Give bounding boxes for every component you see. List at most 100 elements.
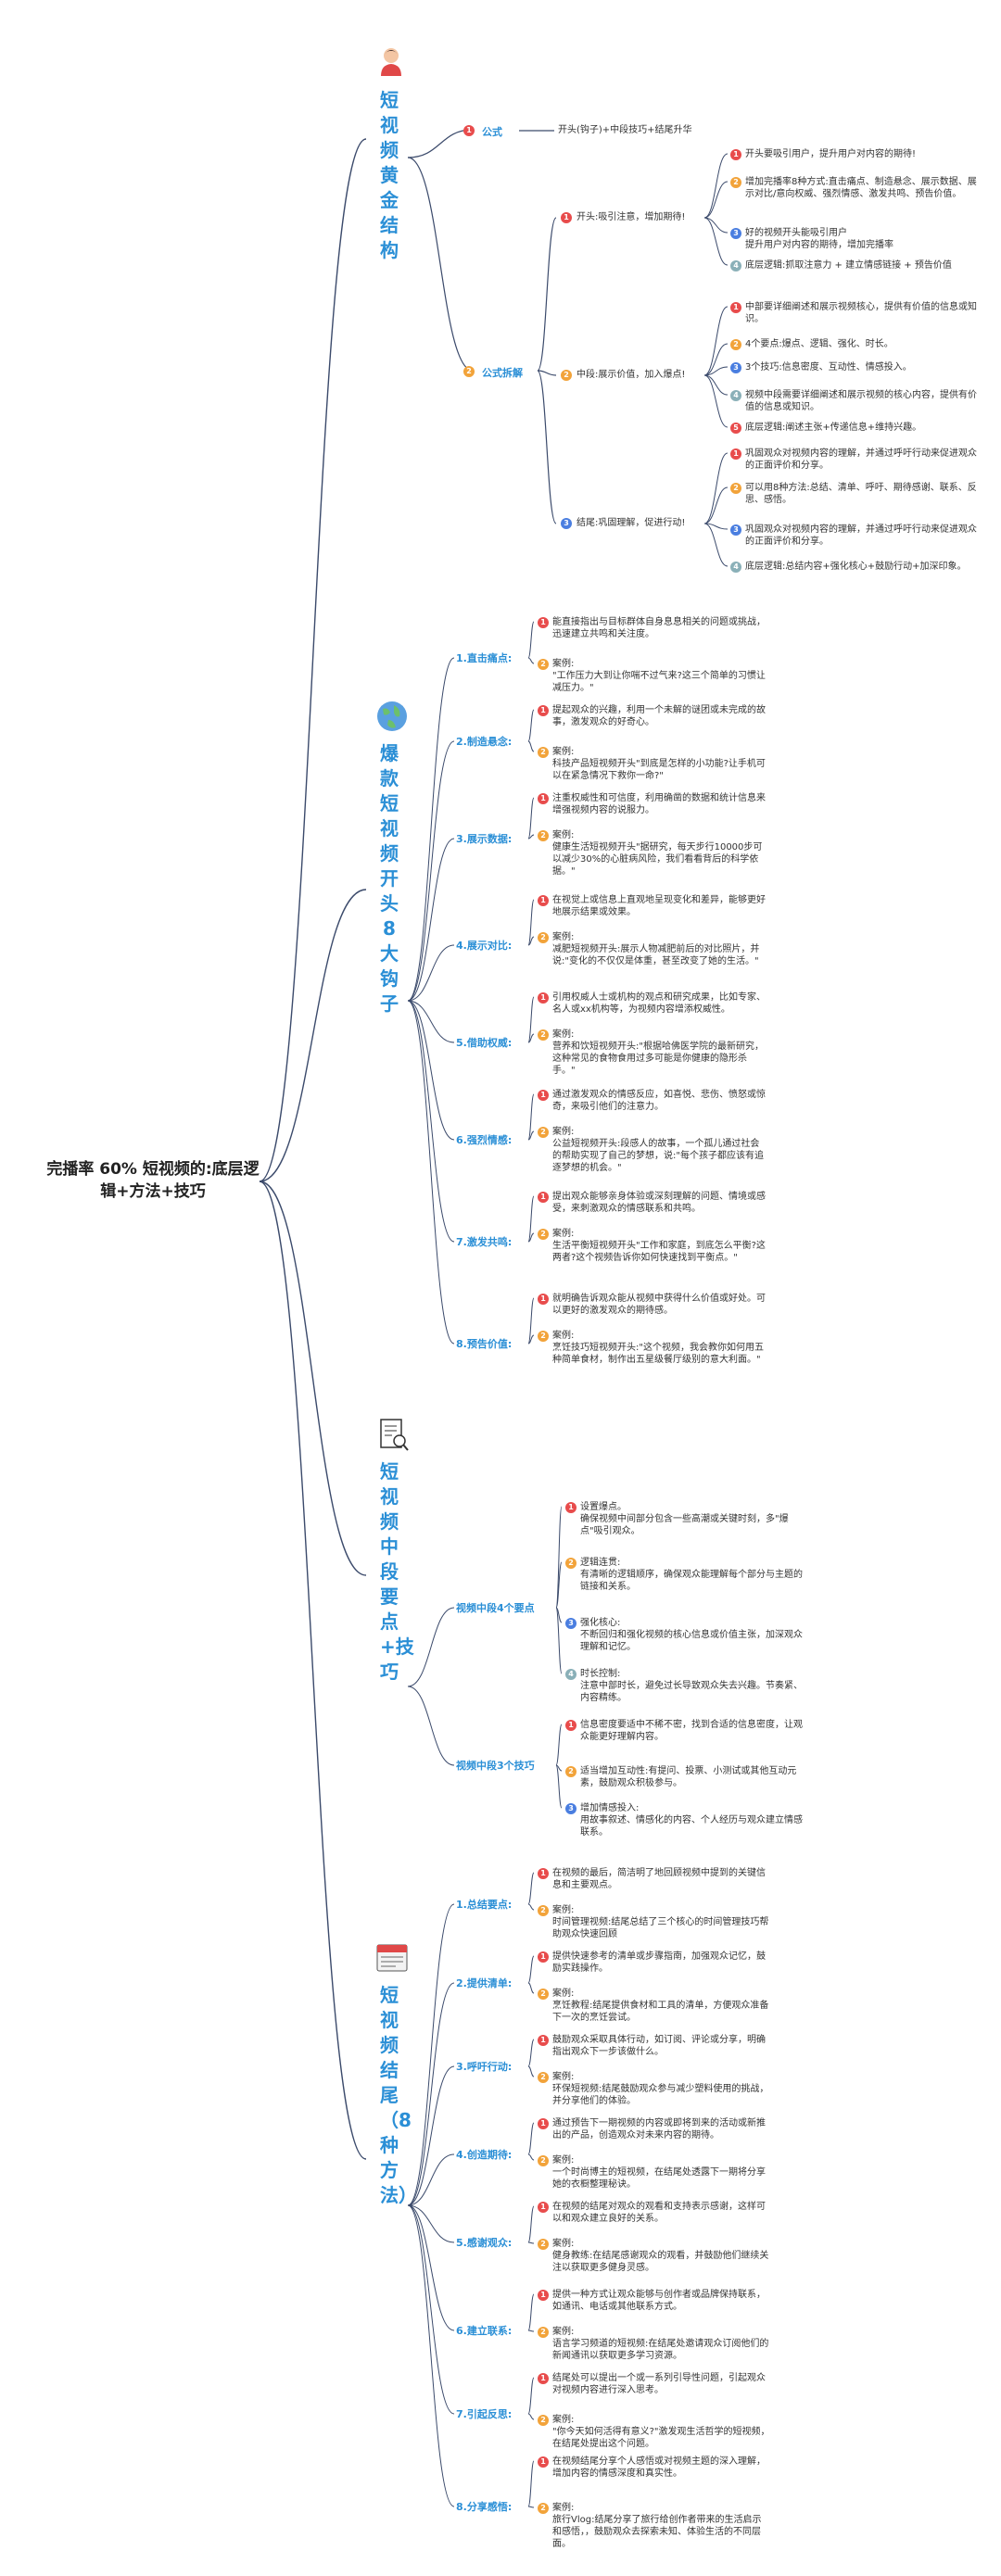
connector-line (527, 936, 535, 946)
connector-line (527, 2153, 535, 2161)
connector-line (259, 1181, 367, 2160)
connector-line (527, 1982, 535, 1994)
connector-line (527, 1903, 535, 1911)
number-badge: 2 (538, 1229, 549, 1240)
leaf-text: 设置爆点。 确保视频中间部分包含一些高潮或关键时刻，多"爆点"吸引观众。 (580, 1502, 789, 1536)
connector-line (703, 181, 729, 219)
number-badge: 3 (730, 362, 741, 373)
group-label: 视频中段3个技巧 (456, 1760, 535, 1772)
group-label: 7.引起反思: (456, 2408, 513, 2420)
connector-line (407, 1607, 455, 1687)
leaf-text: 强化核心: 不断回归和强化视频的核心信息或价值主张，加深观众理解和记忆。 (580, 1618, 803, 1652)
connector-line (703, 523, 729, 530)
leaf-text: 就明确告诉观众能从视频中获得什么价值或好处。可以更好的激发观众的期待感。 (552, 1294, 766, 1316)
leaf-text: 增加情感投入: 用故事叙述、情感化的内容、个人经历与观众建立情感联系。 (580, 1803, 803, 1837)
group-label: 4.创造期待: (456, 2149, 513, 2161)
leaf-text: 底层逻辑:抓取注意力 + 建立情感链接 + 预告价值 (745, 260, 952, 271)
number-badge: 1 (538, 1090, 549, 1101)
number-badge: 4 (565, 1669, 577, 1680)
connector-line (527, 657, 535, 664)
leaf-text: 提供快速参考的清单或步骤指南，加强观众记忆，鼓励实践操作。 (552, 1951, 766, 1974)
leaf-text: 可以用8种方法:总结、清单、呼吁、期待感谢、联系、反思、感悟。 (745, 483, 977, 505)
leaf-text: 案例: 时间管理视频:结尾总结了三个核心的时间管理技巧帮助观众快速回顾 (552, 1905, 769, 1939)
connector-line (527, 1195, 535, 1243)
number-badge: 1 (730, 302, 741, 313)
number-badge: 1 (538, 2035, 549, 2046)
section-title: 短视频黄金结构 (380, 89, 399, 261)
group-label: 6.强烈情感: (456, 1134, 513, 1146)
leaf-text: 中部要详细阐述和展示视频核心，提供有价值的信息或知识。 (745, 302, 977, 324)
number-badge: 1 (538, 1192, 549, 1203)
number-badge: 2 (538, 830, 549, 841)
connector-line (527, 1033, 535, 1043)
connector-line (703, 306, 729, 376)
connector-line (407, 1000, 455, 1345)
person-avatar-icon (378, 46, 404, 80)
group-label: 2.提供清单: (456, 1977, 513, 1989)
connector-line (527, 1297, 535, 1345)
leaf-text: 案例: 语言学习频道的短视频:在结尾处邀请观众订阅他们的新闻通讯以获取更多学习资… (552, 2327, 769, 2361)
number-badge: 1 (730, 448, 741, 460)
connector-line (527, 1232, 535, 1243)
connector-line (527, 740, 535, 752)
number-badge: 2 (538, 1127, 549, 1138)
group-label: 8.预告价值: (456, 1338, 513, 1350)
leaf-text: 案例: 营养和饮短视频开头:"根据哈佛医学院的最新研究，这种常见的食物食用过多可… (552, 1029, 764, 1076)
document-search-icon (378, 1418, 410, 1457)
connector-line (407, 2204, 455, 2507)
connector-line (407, 944, 455, 1002)
leaf-text: 时长控制: 注意中部时长，避免过长导致观众失去兴趣。节奏紧、内容精练。 (580, 1669, 803, 1703)
connector-line (527, 1334, 535, 1345)
connector-line (527, 2413, 535, 2420)
number-badge: 1 (561, 212, 572, 223)
connector-line (407, 1000, 455, 1141)
connector-line (555, 1724, 563, 1766)
connector-line (527, 1130, 535, 1141)
leaf-text: 案例: 科技产品短视频开头"到底是怎样的小功能?让手机可以在紧急情况下救你一命?… (552, 747, 766, 781)
number-badge: 2 (538, 1989, 549, 2000)
number-badge: 4 (730, 260, 741, 271)
group-label: 1.总结要点: (456, 1899, 513, 1911)
connector-line (407, 129, 474, 158)
connector-line (527, 2460, 535, 2507)
connector-line (527, 2039, 535, 2067)
leaf-text: 通过预告下一期视频的内容或即将到来的活动或新推出的产品，创造观众对未来内容的期待… (552, 2118, 766, 2140)
root-title: 完播率 60% 短视频的:底层逻辑+方法+技巧 (46, 1160, 260, 1201)
leaf-text: 适当增加互动性:有提问、投票、小测试或其他互动元素，鼓励观众积极参与。 (580, 1766, 797, 1788)
leaf-text: 在视觉上或信息上直观地呈现变化和差异，能够更好地展示结果或效果。 (552, 895, 766, 917)
connector-line (407, 740, 455, 1002)
group-label: 5.感谢观众: (456, 2237, 513, 2249)
leaf-text: 案例: 减肥短视频开头:展示人物减肥前后的对比照片，并说:"变化的不仅仅是体重，… (552, 932, 760, 966)
leaf-text: 注重权威性和可信度，利用确凿的数据和统计信息来增强视频内容的说服力。 (552, 793, 766, 815)
number-badge: 2 (538, 1029, 549, 1041)
formula-text: 开头(钩子)+中段技巧+结尾升华 (558, 125, 692, 135)
number-badge: 3 (565, 1618, 577, 1629)
number-badge: 4 (730, 562, 741, 573)
group-label: 1.直击痛点: (456, 652, 513, 664)
section-title: 短视频结尾（8种方法） (380, 1984, 417, 2206)
leaf-text: 巩固观众对视频内容的理解，并通过呼吁行动来促进观众的正面评价和分享。 (745, 524, 977, 547)
group-label: 2.制造悬念: (456, 736, 513, 748)
number-badge: 2 (538, 1905, 549, 1916)
connector-line (527, 2065, 535, 2077)
connector-line (703, 217, 729, 266)
leaf-text: 案例: 烹饪技巧短视频开头:"这个视频，我会教你如何用五种简单食材，制作出五星级… (552, 1331, 764, 1365)
number-badge: 2 (565, 1766, 577, 1777)
leaf-text: 鼓励观众采取具体行动，如订阅、评论或分享，明确指出观众下一步该做什么。 (552, 2035, 766, 2057)
group-label: 7.激发共鸣: (456, 1236, 513, 1248)
leaf-text: 结尾处可以提出一个或一系列引导性问题，引起观众对视频内容进行深入思考。 (552, 2373, 766, 2395)
number-badge: 1 (538, 1868, 549, 1879)
number-badge: 2 (730, 339, 741, 350)
connector-line (259, 138, 367, 1182)
group-label: 4.展示对比: (456, 940, 513, 952)
number-badge: 1 (538, 895, 549, 906)
connector-line (555, 1561, 563, 1609)
number-badge: 1 (538, 2456, 549, 2468)
leaf-text: 4个要点:爆点、逻辑、强化、时长。 (745, 339, 893, 349)
group-label: 5.借助权威: (456, 1037, 513, 1049)
connector-line (703, 343, 729, 376)
group-label: 3.呼吁行动: (456, 2061, 513, 2073)
number-badge: 1 (538, 2202, 549, 2213)
connector-line (527, 621, 535, 659)
